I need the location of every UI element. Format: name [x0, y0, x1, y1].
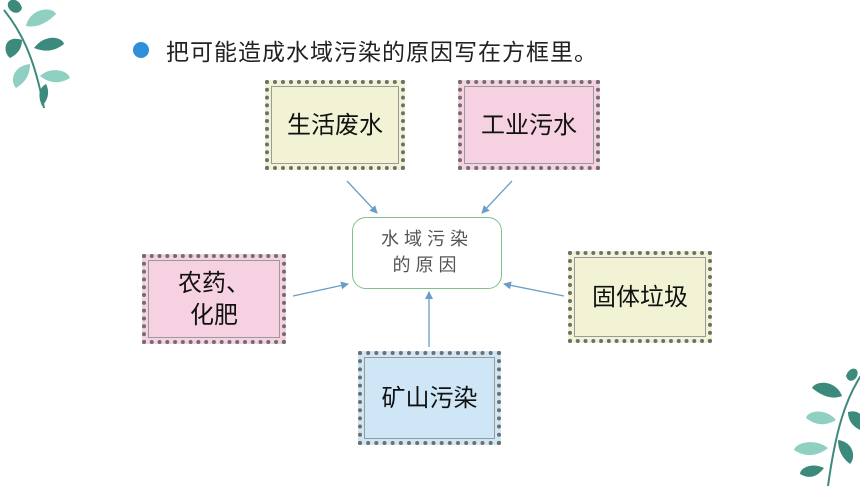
arrow-from-top-left — [346, 180, 378, 214]
cause-box-domestic-wastewater: 生活废水 — [265, 80, 405, 170]
cause-label-line-2: 化肥 — [190, 301, 238, 329]
leaf-decoration-top-left — [3, 0, 70, 109]
cause-label: 工业污水 — [481, 110, 577, 139]
center-topic-line-1: 水域污染 — [381, 228, 473, 250]
center-topic-box: 水域污染 的原因 — [352, 217, 502, 289]
cause-label-line-1: 农药、 — [178, 268, 250, 297]
cause-label: 固体垃圾 — [592, 282, 688, 311]
bullet-point — [133, 42, 149, 58]
arrow-from-right — [503, 281, 565, 297]
cause-label: 生活废水 — [287, 110, 383, 139]
instruction-text: 把可能造成水域污染的原因写在方框里。 — [166, 40, 598, 66]
center-topic-line-2: 的原因 — [392, 255, 462, 276]
cause-box-pesticides-fertilizers: 农药、 化肥 — [142, 254, 286, 344]
cause-label: 矿山污染 — [381, 383, 478, 412]
arrow-from-left — [292, 281, 349, 297]
arrow-from-top-right — [481, 180, 513, 214]
leaf-decoration-bottom-right — [794, 368, 860, 487]
cause-box-industrial-sewage: 工业污水 — [458, 80, 600, 170]
cause-box-mining-pollution: 矿山污染 — [358, 351, 501, 445]
cause-box-solid-waste: 固体垃圾 — [568, 251, 712, 343]
